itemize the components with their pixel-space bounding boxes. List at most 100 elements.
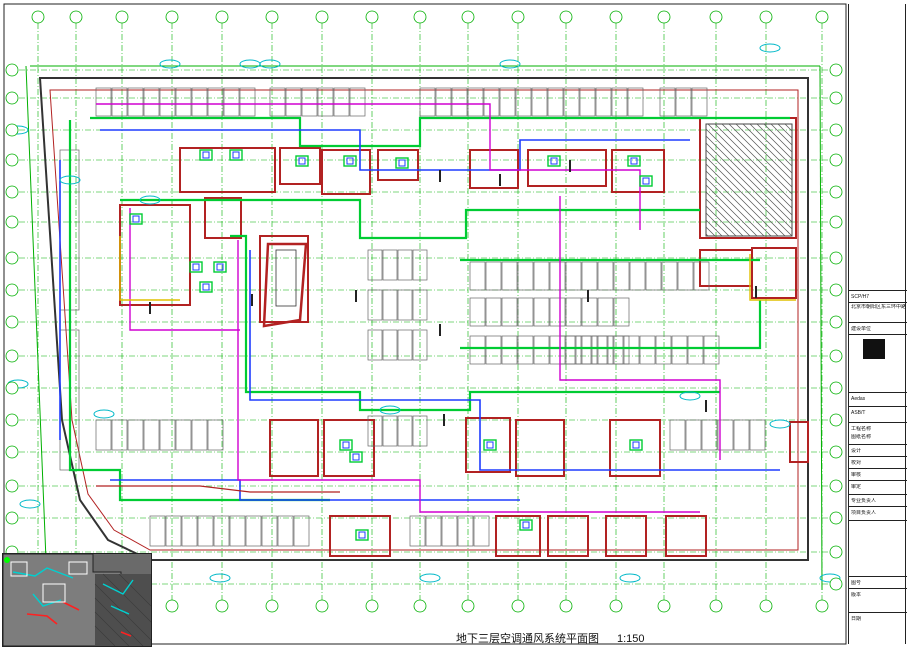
ahu-unit	[395, 157, 409, 169]
ahu-unit	[629, 439, 643, 451]
title-block-field: 专业负责人	[851, 498, 877, 504]
unit-core	[216, 263, 224, 271]
unit-core	[342, 441, 350, 449]
parking-stall	[575, 335, 592, 365]
parking-stall	[549, 335, 566, 365]
parking-stall	[143, 419, 160, 451]
parking-stall	[349, 87, 366, 117]
duct-run	[230, 234, 720, 412]
duct-run	[559, 196, 721, 460]
site-line	[819, 65, 823, 591]
axis-bubble	[829, 63, 843, 77]
parking-stall	[597, 297, 614, 327]
parking-stall	[469, 335, 486, 365]
title-block-rule	[849, 322, 907, 323]
axis-bubble	[215, 599, 229, 613]
tag-bubble	[159, 59, 181, 69]
hatch-line	[728, 123, 793, 188]
parking-stall	[382, 249, 398, 281]
axis-bubble	[829, 91, 843, 105]
company-logo	[863, 339, 885, 359]
drawing-title-text: 地下三层空调通风系统平面图	[456, 633, 599, 645]
axis-bubble	[69, 10, 83, 24]
axis-bubble	[315, 599, 329, 613]
parking-stall	[409, 515, 426, 547]
title-block-rule	[849, 588, 907, 589]
title-block-rule	[849, 506, 907, 507]
title-block-rule	[849, 456, 907, 457]
axis-bubble	[5, 315, 19, 329]
unit-core	[632, 441, 640, 449]
title-block-field: SCP/H7	[851, 294, 870, 300]
hatch-line	[705, 128, 793, 216]
title-block-field: 建设单位	[851, 326, 872, 332]
parking-stall	[591, 335, 608, 365]
parking-stall	[441, 515, 458, 547]
axis-bubble	[5, 185, 19, 199]
title-block-rule	[849, 334, 907, 335]
equipment-room	[465, 417, 511, 473]
parking-stall	[245, 515, 262, 547]
hatch-line	[735, 123, 793, 181]
axis-bubble	[461, 599, 475, 613]
parking-stall	[579, 87, 596, 117]
title-block-field: 项目负责人	[851, 510, 877, 516]
hatch-line	[714, 123, 793, 202]
unit-core	[346, 157, 354, 165]
axis-bubble	[829, 185, 843, 199]
parking-stall	[269, 87, 286, 117]
parking-stall	[499, 87, 516, 117]
parking-stall	[485, 261, 502, 291]
parking-stall	[517, 297, 534, 327]
parking-stall	[501, 297, 518, 327]
hatch-line	[707, 123, 793, 209]
parking-stall	[565, 297, 582, 327]
equipment-room	[321, 149, 371, 195]
axis-bubble	[829, 445, 843, 459]
duct-run	[96, 485, 340, 493]
parking-stall	[367, 289, 383, 321]
axis-bubble	[829, 413, 843, 427]
axis-bubble	[559, 10, 573, 24]
tag-bubble	[139, 195, 161, 205]
parking-stall	[547, 87, 564, 117]
tag-bubble	[19, 499, 41, 509]
unit-core	[192, 263, 200, 271]
tag-bubble	[619, 573, 641, 583]
tag-bubble	[499, 59, 521, 69]
axis-bubble	[5, 153, 19, 167]
parking-stall	[629, 261, 646, 291]
unit-core	[398, 159, 406, 167]
axis-bubble	[829, 577, 843, 591]
parking-stall	[685, 419, 702, 451]
parking-stall	[127, 419, 144, 451]
title-block-rule	[849, 612, 907, 613]
parking-stall	[717, 419, 734, 451]
title-block-field: ASB/T	[851, 410, 866, 416]
parking-stall	[469, 261, 486, 291]
title-block-rule	[849, 480, 907, 481]
unit-core	[232, 151, 240, 159]
equipment-room	[495, 515, 541, 557]
unit-core	[202, 151, 210, 159]
parking-stall	[143, 87, 160, 117]
title-block-rule	[849, 422, 907, 423]
parking-stall	[213, 515, 230, 547]
tag-bubble	[759, 43, 781, 53]
parking-stall	[229, 515, 246, 547]
parking-stall	[367, 415, 383, 447]
parking-stall	[611, 87, 628, 117]
parking-stall	[435, 87, 452, 117]
parking-stall	[485, 335, 502, 365]
title-block-field: 设计	[851, 448, 862, 454]
title-block-field: 图号	[851, 580, 862, 586]
parking-stall	[691, 87, 708, 117]
site-line	[25, 65, 47, 561]
parking-stall	[533, 335, 550, 365]
parking-stall	[701, 419, 718, 451]
title-block-field: 北京市朝阳区东三环中路	[851, 304, 905, 310]
unit-core	[352, 453, 360, 461]
ahu-unit	[519, 519, 533, 531]
ahu-unit	[189, 261, 203, 273]
